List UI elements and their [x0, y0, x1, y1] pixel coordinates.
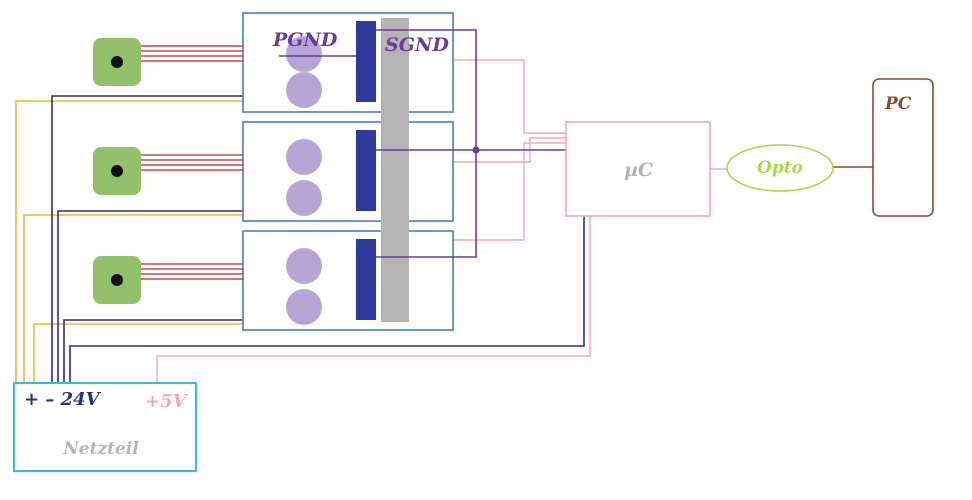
supply-5v-label: +5V: [145, 391, 189, 412]
pc-label: PC: [884, 94, 912, 114]
motor-3: [93, 256, 243, 304]
supply-name-label: Netzteil: [62, 439, 139, 459]
motor-2: [93, 147, 243, 195]
terminal-circle: [286, 248, 322, 284]
driver-box-3: [242, 230, 454, 331]
terminal-circles: [286, 36, 322, 325]
ground-bar: [381, 18, 409, 322]
motor-1: [93, 38, 243, 86]
wires-signal-ground: [279, 29, 566, 258]
opto-label: Opto: [757, 158, 803, 178]
sgnd-label: SGND: [385, 34, 449, 56]
terminal-circle: [286, 36, 322, 72]
connector-blocks: [356, 21, 376, 320]
driver-box-2: [242, 121, 454, 222]
connector-block: [356, 239, 376, 320]
supply-24v-label: + – 24V: [24, 389, 102, 410]
microcontroller-box: [565, 121, 711, 217]
microcontroller-label: µC: [624, 159, 653, 181]
opto-ellipse: [726, 144, 834, 192]
terminal-circle: [286, 139, 322, 175]
connector-block: [356, 130, 376, 211]
wires-24v-plus: [15, 100, 243, 383]
junction-dot: [472, 146, 480, 154]
power-supply-box: [13, 382, 197, 472]
connector-block: [356, 21, 376, 102]
terminal-circle: [286, 289, 322, 325]
pc-box: [872, 78, 934, 217]
terminal-circle: [286, 180, 322, 216]
pgnd-label: PGND: [272, 29, 338, 51]
terminal-circle: [286, 72, 322, 108]
driver-box-1: [242, 12, 454, 113]
